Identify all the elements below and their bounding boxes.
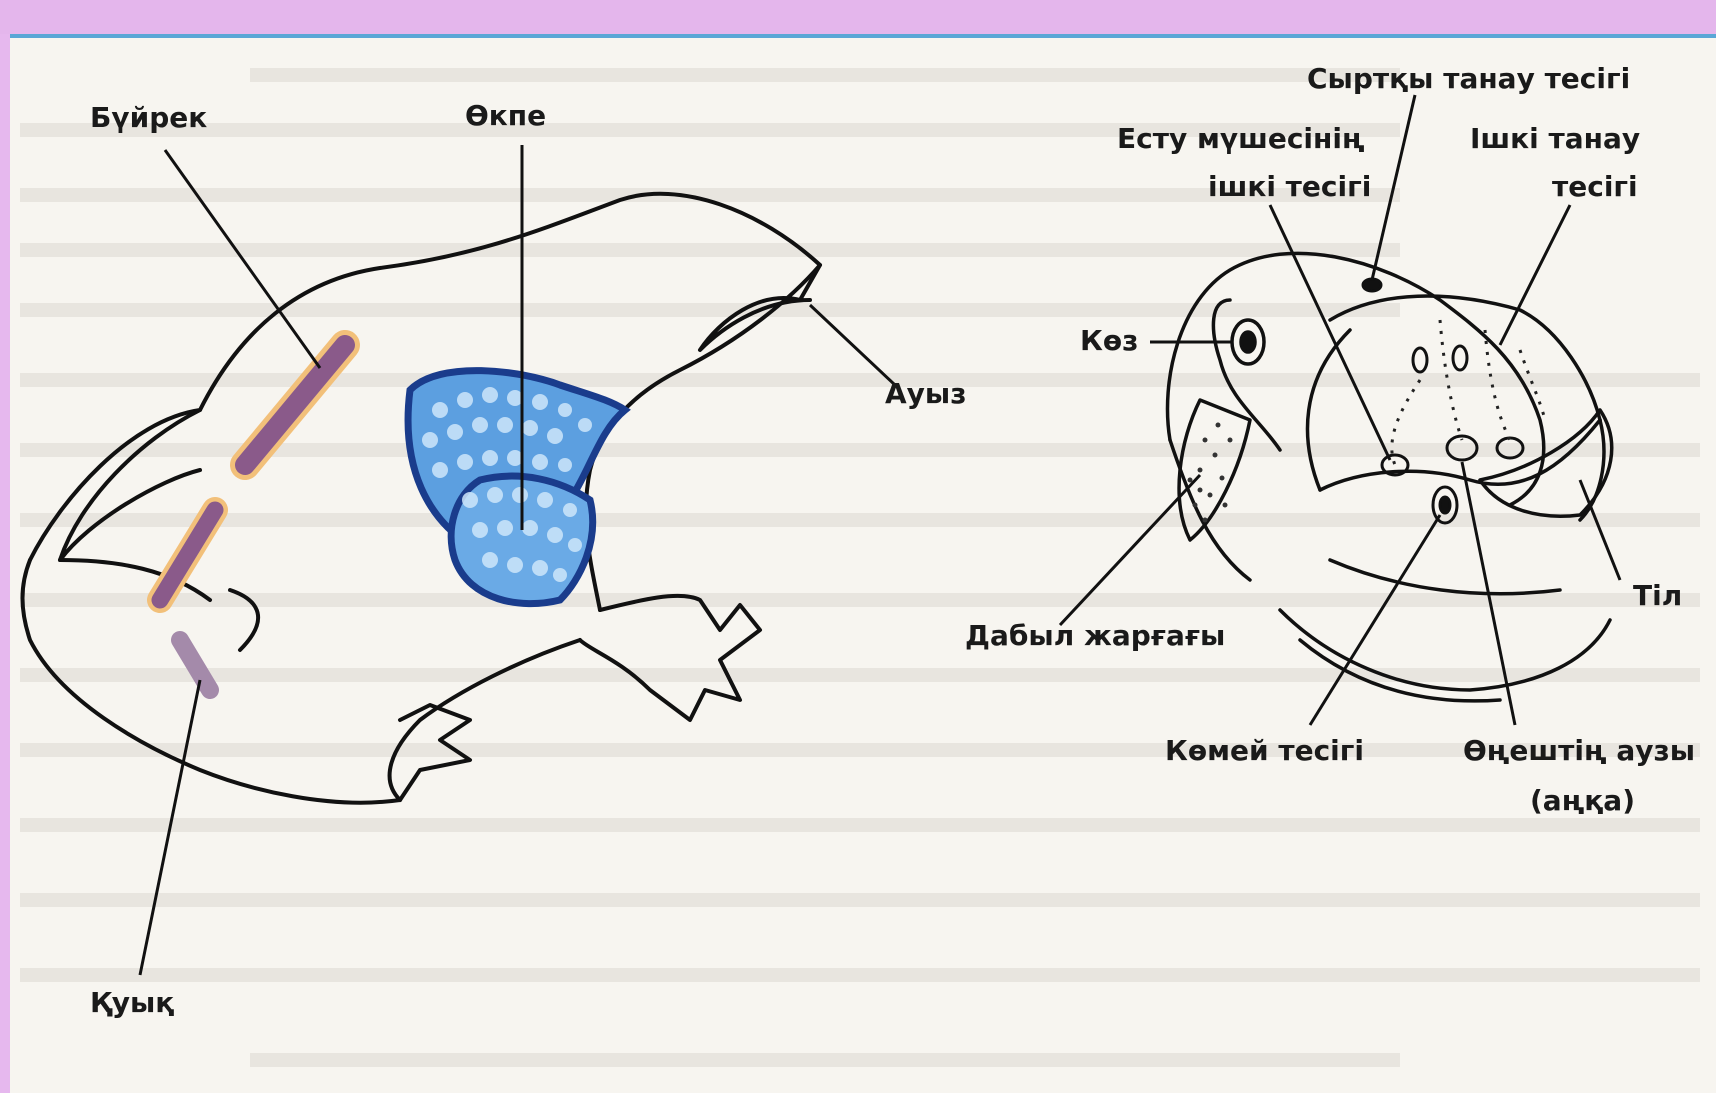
label-external-nostril: Сыртқы танау тесігі	[1307, 62, 1630, 95]
label-tongue: Тіл	[1633, 579, 1682, 612]
label-lung: Өкпе	[465, 99, 546, 132]
label-esophagus-mouth-1: Өңештің аузы	[1463, 734, 1695, 767]
label-mouth: Ауыз	[885, 377, 967, 410]
label-kidney: Бүйрек	[90, 101, 207, 134]
label-inner-nostril-1: Ішкі танау	[1470, 122, 1640, 155]
label-bladder: Қуық	[90, 986, 174, 1019]
label-ear-inner-hole-2: ішкі тесігі	[1208, 170, 1371, 203]
label-inner-nostril-2: тесігі	[1552, 170, 1638, 203]
label-esophagus-mouth-2: (аңқа)	[1530, 784, 1635, 817]
label-ear-inner-hole-1: Есту мүшесінің	[1117, 122, 1365, 155]
label-eye: Көз	[1080, 324, 1138, 357]
label-eardrum: Дабыл жарғағы	[965, 619, 1225, 652]
background-text-lines	[20, 75, 1700, 1060]
label-larynx-opening: Көмей тесігі	[1165, 734, 1364, 767]
frog-head-outline	[1168, 253, 1612, 701]
frog-body-outline	[23, 194, 821, 803]
